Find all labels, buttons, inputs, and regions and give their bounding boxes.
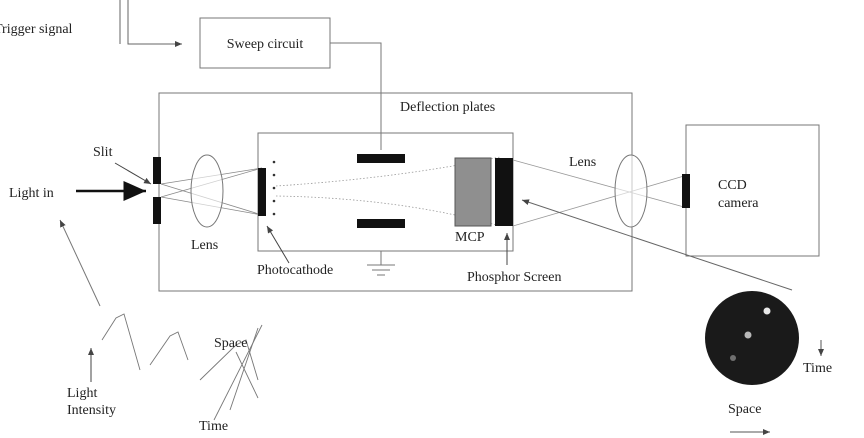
sweep-circuit-label: Sweep circuit <box>226 37 304 52</box>
ccd-label-line1: CCD <box>718 178 747 193</box>
intensity-sketch <box>101 313 263 421</box>
deflection-plates-label: Deflection plates <box>400 100 496 115</box>
lens-left-label: Lens <box>191 238 219 253</box>
ccd-label-line2: camera <box>718 196 759 211</box>
ground-symbol <box>367 251 395 276</box>
ccd-camera-box <box>685 124 820 257</box>
mcp-plate <box>454 157 492 227</box>
light-intensity-label-1: Light <box>67 386 98 401</box>
time-left-label: Time <box>199 419 229 434</box>
mcp-label: MCP <box>455 230 485 245</box>
lens-left <box>190 154 224 228</box>
streak-spot-3 <box>730 355 736 361</box>
phosphor-screen-label: Phosphor Screen <box>467 270 562 285</box>
lens-right <box>614 154 648 228</box>
sweep-wire <box>330 42 382 150</box>
light-intensity-label-2: Intensity <box>67 403 116 418</box>
photoelectron-dots <box>272 160 276 216</box>
streak-spot-1 <box>763 307 771 315</box>
time-right-label: Time <box>803 361 833 376</box>
trigger-connection <box>119 0 182 47</box>
photocathode-label: Photocathode <box>257 263 334 278</box>
streak-spot-2 <box>744 331 752 339</box>
space-left-label: Space <box>214 336 248 351</box>
space-right-label: Space <box>728 402 762 417</box>
deflection-plate-upper <box>357 154 405 163</box>
photocathode <box>258 168 266 216</box>
streak-image <box>705 291 799 385</box>
light-in-label: Light in <box>9 186 54 201</box>
lens-right-label: Lens <box>569 155 597 170</box>
camera-housing <box>158 92 633 292</box>
slit-lower <box>153 197 161 224</box>
ccd-sensor <box>682 174 690 208</box>
image-pointer <box>521 199 793 291</box>
phosphor-screen <box>495 158 513 226</box>
deflection-plate-lower <box>357 219 405 228</box>
trigger-signal-label: Trigger signal <box>0 22 73 37</box>
output-rays <box>512 159 685 227</box>
slit-label: Slit <box>93 145 113 160</box>
slit-upper <box>153 157 161 184</box>
